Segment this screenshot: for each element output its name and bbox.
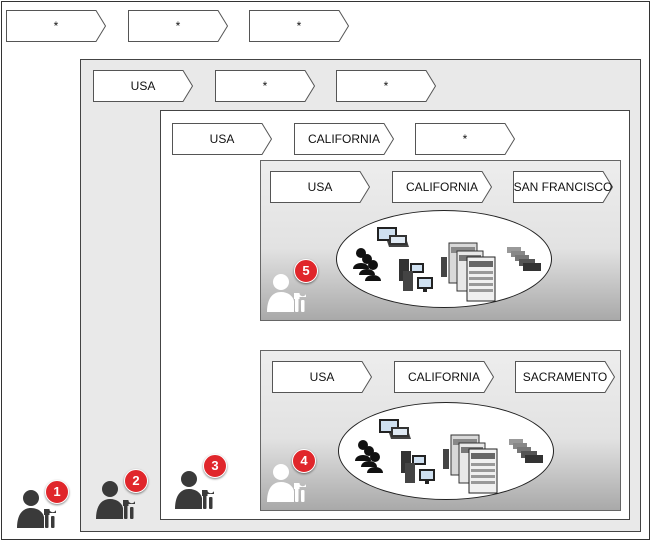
admin-person-wrench-icon xyxy=(14,484,58,532)
scope-tag-city: SAN FRANCISCO xyxy=(513,171,614,203)
scope-tag-city: SACRAMENTO xyxy=(515,361,616,393)
device-group-sacramento xyxy=(338,402,554,500)
scope-level-badge: 5 xyxy=(294,259,318,283)
scope-tag-state: CALIFORNIA xyxy=(392,171,493,203)
scope-tag-country: USA xyxy=(272,361,373,393)
scope-tag-state: CALIFORNIA xyxy=(294,123,395,155)
admin-person-wrench-icon xyxy=(264,268,308,316)
admin-person-wrench-icon xyxy=(172,465,216,513)
device-group-san-francisco xyxy=(336,210,552,308)
scope-level-badge: 3 xyxy=(203,454,227,478)
scope-level-badge: 4 xyxy=(292,449,316,473)
scope-tag-country: USA xyxy=(270,171,371,203)
scope-level-badge: 2 xyxy=(124,469,148,493)
scope-tag-country: USA xyxy=(93,70,194,102)
scope-tag-state: CALIFORNIA xyxy=(394,361,495,393)
scope-tag-state: * xyxy=(128,10,229,42)
scope-tag-state: * xyxy=(215,70,316,102)
scope-tag-city: * xyxy=(415,123,516,155)
scope-level-badge: 1 xyxy=(45,480,69,504)
scope-tag-city: * xyxy=(249,10,350,42)
admin-person-wrench-icon xyxy=(93,475,137,523)
admin-person-wrench-icon xyxy=(264,458,308,506)
scope-tag-city: * xyxy=(336,70,437,102)
scope-tag-country: * xyxy=(6,10,107,42)
scope-tag-country: USA xyxy=(172,123,273,155)
